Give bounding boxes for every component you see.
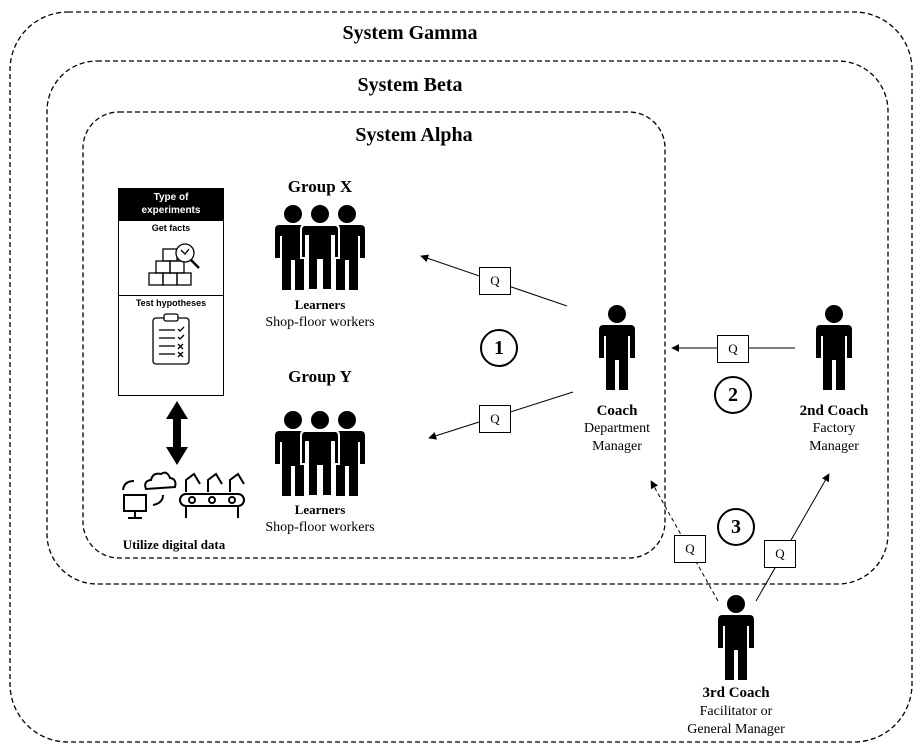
- group-x-desc: Shop-floor workers: [265, 315, 375, 330]
- third-coach-role: 3rd Coach: [702, 685, 770, 701]
- third-coach-person-icon: [718, 595, 754, 680]
- third-coach-line2: General Manager: [687, 722, 785, 737]
- test-hypotheses-label: Test hypotheses: [135, 298, 207, 308]
- loop-number-3: 3: [717, 508, 755, 546]
- loop-number-2: 2: [714, 376, 752, 414]
- group-x-people-icon: [275, 204, 365, 290]
- system-alpha-boundary: [82, 111, 666, 559]
- experiments-card-header: Type of experiments: [119, 189, 223, 221]
- coach-person-icon: [599, 305, 635, 390]
- system-alpha-title: System Alpha: [355, 124, 473, 146]
- experiments-card: Type of experiments Get facts Test hypot…: [118, 188, 224, 396]
- second-coach-line1: Factory: [812, 421, 856, 436]
- group-y-people-icon: [275, 410, 365, 496]
- group-x-title: Group X: [287, 177, 353, 196]
- question-box-group-y: Q: [479, 405, 511, 433]
- group-y-title: Group Y: [288, 367, 352, 386]
- robotic-arms-conveyor-icon: [179, 472, 245, 518]
- question-box-coach: Q: [717, 335, 749, 363]
- question-arrow-third-to-second: [755, 473, 830, 602]
- computer-cloud-sync-icon: [122, 471, 177, 519]
- system-gamma-boundary: [9, 11, 913, 743]
- loop-number-1: 1: [480, 329, 518, 367]
- coach-line2: Manager: [592, 439, 642, 454]
- question-arrow-third-to-coach: [650, 480, 719, 602]
- utilize-digital-data-label: Utilize digital data: [122, 537, 226, 552]
- system-beta-title: System Beta: [357, 74, 463, 96]
- clipboard-checklist-icon: [152, 313, 190, 365]
- coach-line1: Department: [583, 421, 651, 436]
- group-x-role: Learners: [294, 297, 346, 312]
- second-coach-role: 2nd Coach: [799, 403, 869, 419]
- coach-role: Coach: [596, 403, 638, 419]
- question-box-third-to-second: Q: [764, 540, 796, 568]
- double-arrow-icon: [166, 401, 188, 465]
- question-box-third-to-coach: Q: [674, 535, 706, 563]
- boxes-magnifier-icon: [148, 243, 200, 286]
- system-beta-boundary: [46, 60, 889, 585]
- question-box-group-x: Q: [479, 267, 511, 295]
- second-coach-person-icon: [816, 305, 852, 390]
- third-coach-line1: Facilitator or: [699, 704, 773, 719]
- group-y-desc: Shop-floor workers: [265, 520, 375, 535]
- group-y-role: Learners: [294, 502, 346, 517]
- get-facts-label: Get facts: [151, 223, 191, 233]
- second-coach-line2: Manager: [809, 439, 859, 454]
- system-gamma-title: System Gamma: [342, 22, 478, 44]
